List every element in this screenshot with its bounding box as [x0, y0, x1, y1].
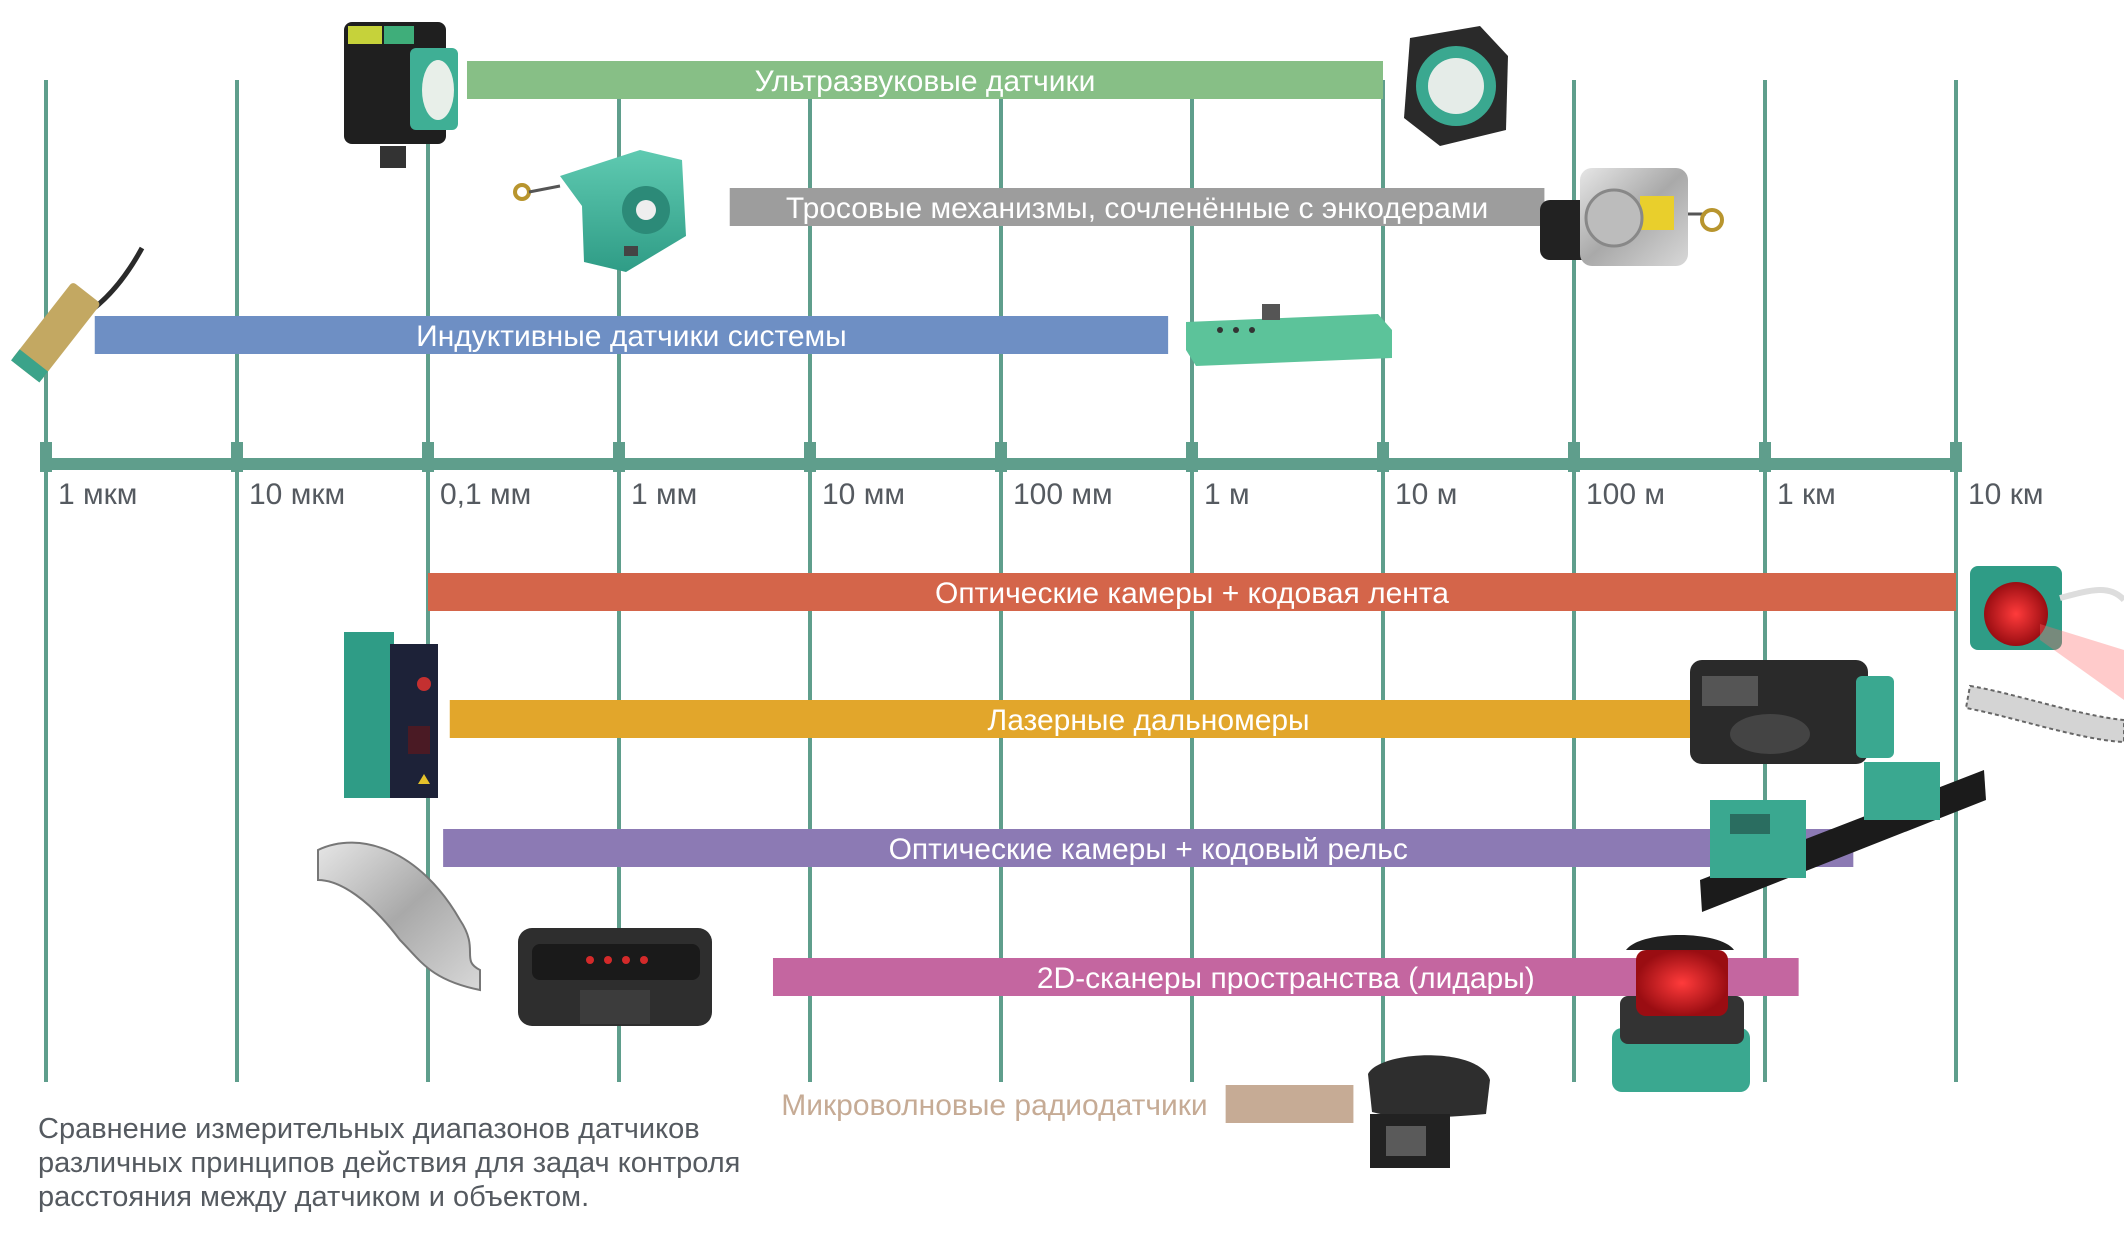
- x-tick-mark: [1759, 442, 1771, 472]
- x-tick-mark: [40, 442, 52, 472]
- x-tick-mark: [804, 442, 816, 472]
- code-rail-camera-icon: [1700, 762, 1986, 912]
- x-tick-mark: [1377, 442, 1389, 472]
- caption-line-2: различных принципов действия для задач к…: [38, 1147, 741, 1179]
- range-bar-label: Тросовые механизмы, сочленённые с энкоде…: [786, 192, 1488, 225]
- range-bar: [1225, 1085, 1354, 1123]
- range-bar-label: Лазерные дальномеры: [988, 704, 1310, 737]
- x-tick-mark: [1186, 442, 1198, 472]
- range-bar-label: Индуктивные датчики системы: [416, 320, 847, 353]
- range-bar: [443, 829, 1854, 867]
- wire-draw-encoder-metal-icon: [1540, 168, 1724, 266]
- x-axis: 1 мкм 10 мкм 0,1 мм 1 мм 10 мм 100 мм 1 м 10 м 1…: [40, 442, 2043, 511]
- x-tick-mark: [613, 442, 625, 472]
- x-tick-mark: [231, 442, 243, 472]
- code-tape-camera-icon: [1964, 566, 2124, 744]
- lidar-scanner-icon: [1612, 935, 1750, 1092]
- x-tick-label: 10 км: [1968, 478, 2043, 511]
- range-bar-label: Ультразвуковые датчики: [755, 65, 1096, 98]
- range-bar: [729, 188, 1545, 226]
- lidar-scanner-small-icon: [518, 928, 712, 1026]
- x-tick-label: 1 мм: [631, 478, 697, 511]
- wire-draw-encoder-icon: [513, 150, 686, 272]
- code-rail-icon: [317, 841, 481, 992]
- x-tick-label: 1 км: [1777, 478, 1836, 511]
- caption-line-3: расстояния между датчиком и объектом.: [38, 1181, 590, 1213]
- x-tick-label: 10 мм: [822, 478, 905, 511]
- inductive-positioning-icon: [1186, 304, 1392, 366]
- ultrasonic-sensor-large-icon: [1404, 26, 1508, 146]
- range-bar-label: Оптические камеры + кодовая лента: [935, 577, 1449, 610]
- laser-distance-icon: [344, 632, 438, 798]
- caption-line-1: Сравнение измерительных диапазонов датчи…: [38, 1113, 700, 1145]
- x-tick-label: 10 м: [1395, 478, 1457, 511]
- x-tick-mark: [1950, 442, 1962, 472]
- range-bar: [772, 958, 1799, 996]
- ultrasonic-sensor-icon: [344, 22, 458, 168]
- range-bar-label: Оптические камеры + кодовый рельс: [889, 833, 1408, 866]
- x-tick-mark: [1568, 442, 1580, 472]
- x-tick-label: 1 м: [1204, 478, 1250, 511]
- x-tick-mark: [995, 442, 1007, 472]
- chart-caption: Сравнение измерительных диапазонов датчи…: [38, 1112, 798, 1214]
- x-tick-mark: [422, 442, 434, 472]
- x-tick-label: 100 м: [1586, 478, 1665, 511]
- x-tick-label: 0,1 мм: [440, 478, 531, 511]
- laser-distance-large-icon: [1690, 660, 1894, 764]
- range-bar: [449, 700, 1848, 738]
- x-tick-label: 1 мкм: [58, 478, 137, 511]
- range-bar-label: 2D-сканеры пространства (лидары): [1037, 962, 1535, 995]
- range-bar: [466, 61, 1383, 99]
- x-tick-label: 10 мкм: [249, 478, 345, 511]
- x-tick-label: 100 мм: [1013, 478, 1113, 511]
- range-bar: [94, 316, 1169, 354]
- microwave-radar-icon: [1368, 1055, 1490, 1168]
- range-bar-label: Микроволновые радиодатчики: [781, 1089, 1207, 1122]
- inductive-sensor-icon: [11, 246, 145, 383]
- range-bar: [428, 573, 1956, 611]
